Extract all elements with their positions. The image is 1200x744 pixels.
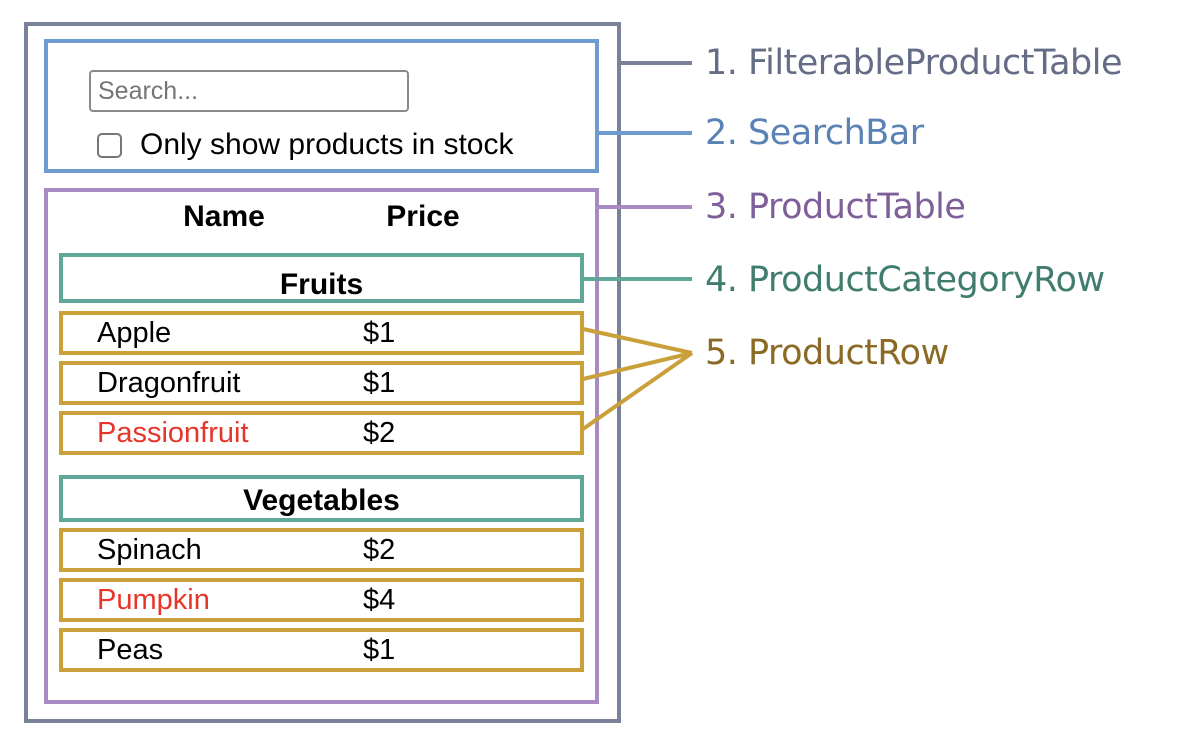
category-row-outline <box>59 475 584 522</box>
product-price: $1 <box>363 317 396 349</box>
product-row-outline <box>59 411 584 455</box>
label-product-row: 5. ProductRow <box>705 333 949 373</box>
column-header-name: Name <box>183 200 265 233</box>
label-filterable-product-table: 1. FilterableProductTable <box>705 43 1123 83</box>
connector-line <box>581 351 694 431</box>
category-row: Vegetables <box>243 484 400 517</box>
product-row-outline <box>59 628 584 672</box>
product-price: $2 <box>363 534 396 566</box>
product-row-outline <box>59 578 584 622</box>
filterable-product-table-outline <box>24 22 621 723</box>
in-stock-checkbox[interactable] <box>97 133 122 158</box>
product-price: $4 <box>363 584 396 616</box>
product-table-outline <box>44 188 599 704</box>
connector-line <box>582 327 693 355</box>
in-stock-checkbox-label: Only show products in stock <box>140 128 514 161</box>
product-name-out-of-stock: Pumpkin <box>97 584 210 616</box>
product-row-outline <box>59 361 584 405</box>
category-row-outline <box>59 253 584 303</box>
label-product-category-row: 4. ProductCategoryRow <box>705 260 1105 300</box>
product-price: $1 <box>363 367 396 399</box>
search-bar-outline <box>44 39 599 173</box>
product-row-outline <box>59 528 584 572</box>
search-input[interactable]: Search... <box>89 70 409 112</box>
product-row-outline <box>59 311 584 355</box>
product-price: $2 <box>363 417 396 449</box>
category-row: Fruits <box>279 268 364 301</box>
product-price: $1 <box>363 634 396 666</box>
product-name: Peas <box>97 634 164 666</box>
label-search-bar: 2. SearchBar <box>705 113 924 153</box>
product-name-out-of-stock: Passionfruit <box>97 417 249 449</box>
product-name: Spinach <box>97 534 202 566</box>
product-name: Apple <box>97 317 172 349</box>
product-name: Dragonfruit <box>97 367 241 399</box>
label-product-table: 3. ProductTable <box>705 187 966 227</box>
column-header-price: Price <box>386 200 460 233</box>
connector-line <box>582 351 693 381</box>
